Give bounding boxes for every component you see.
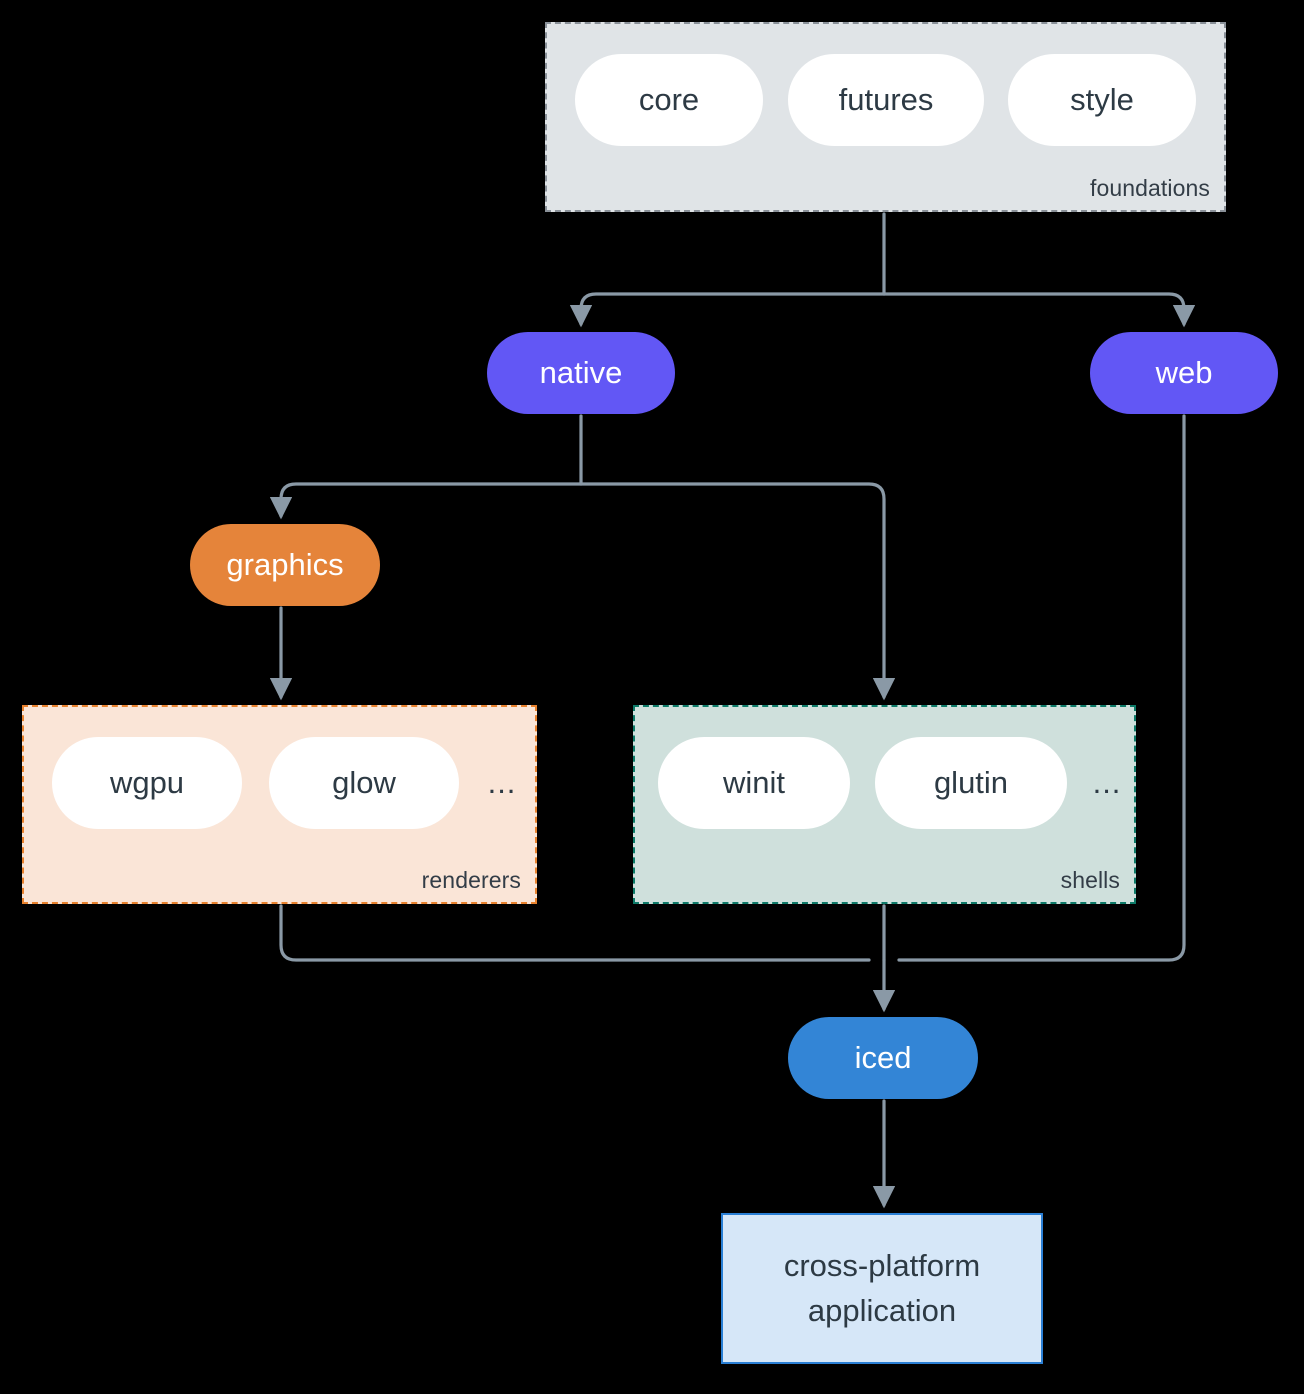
node-web[interactable]: web xyxy=(1090,332,1278,414)
pill-glutin[interactable]: glutin xyxy=(875,737,1067,829)
application-line-2: application xyxy=(807,1292,957,1328)
edge-native-shells xyxy=(579,482,896,701)
node-iced[interactable]: iced xyxy=(788,1017,978,1099)
group-renderers: wgpu glow ... renderers xyxy=(22,705,537,904)
group-shells: winit glutin ... shells xyxy=(633,705,1136,904)
pill-wgpu[interactable]: wgpu xyxy=(52,737,242,829)
group-foundations: core futures style foundations xyxy=(545,22,1226,212)
node-native[interactable]: native xyxy=(487,332,675,414)
pill-winit[interactable]: winit xyxy=(658,737,850,829)
pill-core[interactable]: core xyxy=(575,54,763,146)
pill-futures[interactable]: futures xyxy=(788,54,984,146)
edge-renderers-iced xyxy=(279,904,871,962)
node-cross-platform-application[interactable]: cross-platform application xyxy=(721,1213,1043,1364)
application-line-1: cross-platform xyxy=(783,1247,981,1283)
renderers-more-ellipsis: ... xyxy=(487,765,517,800)
group-label-shells: shells xyxy=(1060,867,1120,893)
group-label-renderers: renderers xyxy=(421,867,521,893)
edge-native-graphics xyxy=(269,482,583,520)
shells-more-ellipsis: ... xyxy=(1092,765,1122,800)
pill-style[interactable]: style xyxy=(1008,54,1196,146)
group-label-foundations: foundations xyxy=(1089,175,1210,201)
pill-glow[interactable]: glow xyxy=(269,737,459,829)
edge-foundations-web xyxy=(882,292,1196,328)
node-graphics[interactable]: graphics xyxy=(190,524,380,606)
edge-foundations-native xyxy=(569,292,886,328)
